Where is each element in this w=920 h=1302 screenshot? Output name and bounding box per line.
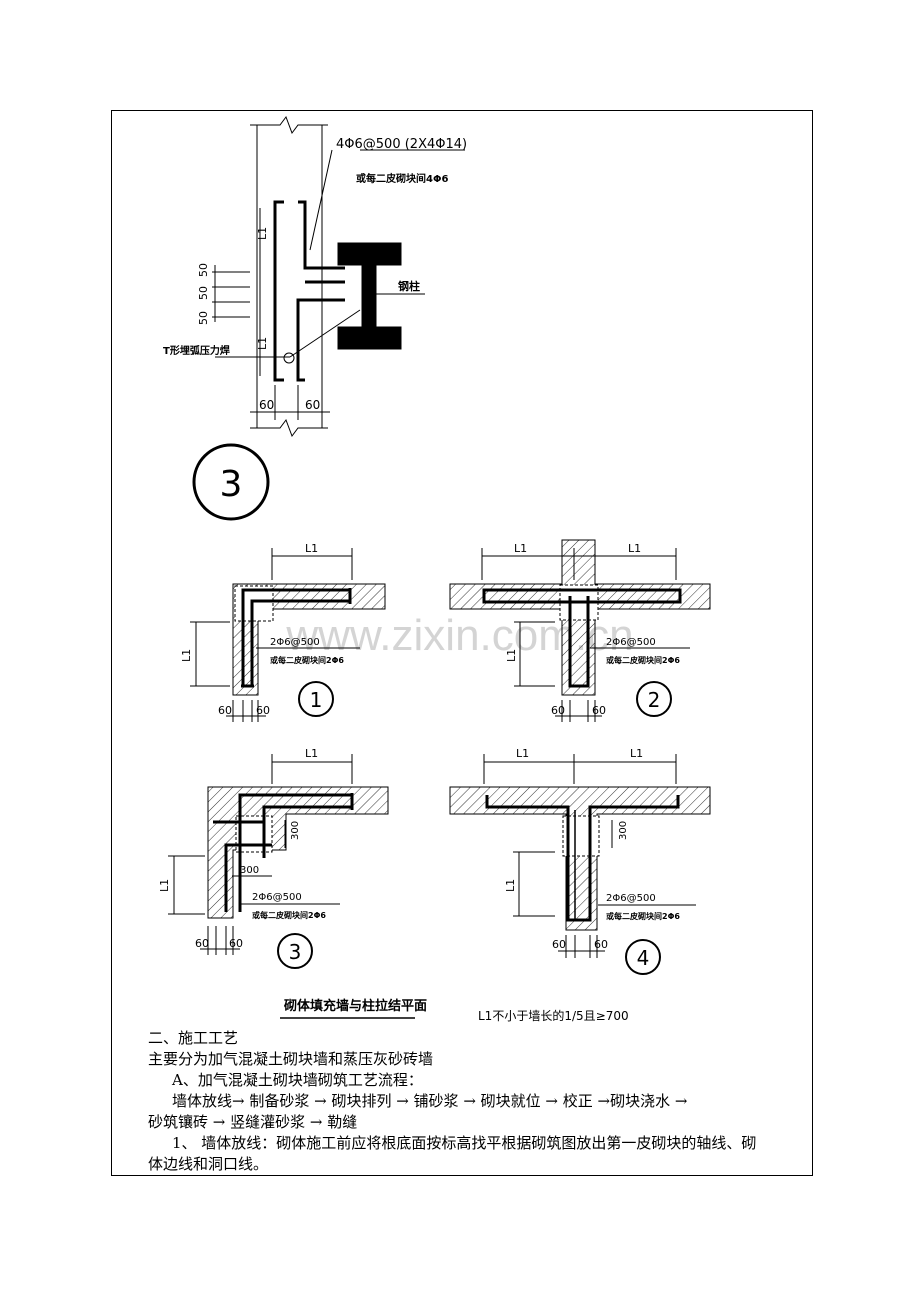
drawing-note: L1不小于墙长的1/5且≥700: [478, 1008, 629, 1023]
dim-50-c: 50: [197, 311, 210, 325]
d3-dim-300-v: 300: [290, 821, 301, 840]
section-heading: 二、施工工艺: [148, 1029, 239, 1047]
document-frame: [111, 110, 813, 1176]
detail-number-3: 3: [289, 940, 302, 964]
d4-dim-l1-right: L1: [630, 747, 643, 760]
sub-heading: A、加气混凝土砌块墙砌筑工艺流程：: [172, 1071, 423, 1089]
detail-grid-labels: L1 L1 2Φ6@500 或每二皮砌块间2Φ6 60 60 1 L1 L1 L…: [158, 542, 680, 1023]
d3-dim-60-left: 60: [195, 937, 209, 950]
detail-2: [449, 539, 711, 722]
intro-paragraph: 主要分为加气混凝土砌块墙和蒸压灰砂砖墙: [148, 1050, 434, 1068]
d2-rebar-note-2: 或每二皮砌块间2Φ6: [606, 655, 680, 665]
detail-top-labels: 4Φ6@500 (2X4Φ14) 或每二皮砌块间4Φ6 钢柱 T形埋弧压力焊 L…: [163, 137, 467, 505]
d2-dim-l1-v: L1: [505, 649, 518, 662]
drawing-title: 砌体填充墙与柱拉结平面: [283, 998, 427, 1014]
detail-number-4: 4: [637, 946, 650, 970]
d3-dim-60-right: 60: [229, 937, 243, 950]
d1-dim-60-right: 60: [256, 704, 270, 717]
d1-dim-l1-v: L1: [180, 649, 193, 662]
d3-rebar-note-2: 或每二皮砌块间2Φ6: [252, 910, 326, 920]
d3-rebar-note-1: 2Φ6@500: [252, 892, 302, 903]
d3-dim-l1-v: L1: [158, 879, 171, 892]
detail-top-3: [192, 115, 465, 521]
d4-dim-l1-left: L1: [516, 747, 529, 760]
d3-dim-l1-h: L1: [305, 747, 318, 760]
d4-dim-300-v: 300: [618, 821, 629, 840]
detail-number-top: 3: [220, 464, 243, 505]
d4-dim-60-left: 60: [552, 938, 566, 951]
flow-line-2: 砂筑镶砖 → 竖缝灌砂浆 → 勒缝: [148, 1113, 358, 1131]
step1-line-1: 1、 墙体放线：砌体施工前应将根底面按标高找平根据砌筑图放出第一皮砌块的轴线、砌: [172, 1134, 757, 1152]
rebar-note-1: 4Φ6@500 (2X4Φ14): [336, 137, 467, 152]
rebar-note-2: 或每二皮砌块间4Φ6: [356, 172, 448, 185]
dim-l1-lower: L1: [256, 337, 269, 350]
detail-number-1: 1: [310, 688, 323, 712]
d4-dim-60-right: 60: [594, 938, 608, 951]
d1-rebar-note-1: 2Φ6@500: [270, 637, 320, 648]
d1-dim-60-left: 60: [218, 704, 232, 717]
dim-50-b: 50: [197, 286, 210, 300]
d4-rebar-note-1: 2Φ6@500: [606, 893, 656, 904]
detail-4: [280, 754, 711, 1019]
d2-rebar-note-1: 2Φ6@500: [606, 637, 656, 648]
dim-50-a: 50: [197, 263, 210, 277]
d2-dim-l1-right: L1: [628, 542, 641, 555]
detail-number-2: 2: [648, 688, 661, 712]
flow-line-1: 墙体放线→ 制备砂浆 → 砌块排列 → 铺砂浆 → 砌块就位 → 校正 →砌块浇…: [172, 1092, 688, 1110]
d1-dim-l1-h: L1: [305, 542, 318, 555]
weld-label: T形埋弧压力焊: [163, 344, 230, 357]
d2-dim-60-left: 60: [551, 704, 565, 717]
detail-3: [168, 754, 389, 969]
d2-dim-60-right: 60: [592, 704, 606, 717]
dim-60-right: 60: [305, 398, 320, 412]
step1-line-2: 体边线和洞口线。: [148, 1155, 269, 1173]
d1-rebar-note-2: 或每二皮砌块间2Φ6: [270, 655, 344, 665]
dim-l1-upper: L1: [256, 227, 269, 240]
dim-60-left: 60: [259, 398, 274, 412]
d4-dim-l1-v: L1: [504, 879, 517, 892]
d4-rebar-note-2: 或每二皮砌块间2Φ6: [606, 911, 680, 921]
d2-dim-l1-left: L1: [514, 542, 527, 555]
d3-dim-300-h: 300: [240, 865, 259, 876]
detail-1: [190, 548, 386, 722]
steel-column-label: 钢柱: [398, 279, 420, 293]
